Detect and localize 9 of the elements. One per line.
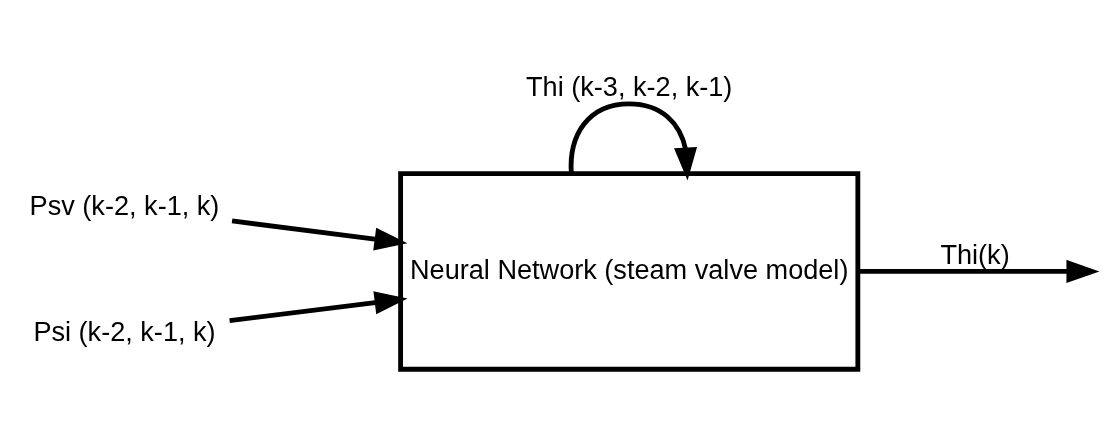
- arrow: [568, 101, 698, 181]
- arrow: [231, 218, 408, 251]
- node-text: Psv (k-2, k-1, k): [29, 189, 220, 221]
- arrow: [857, 259, 1100, 283]
- node-box: Neural Network (steam valve model): [398, 171, 861, 372]
- edge-label: Thi(k): [940, 239, 1010, 271]
- arrow: [229, 291, 408, 324]
- node-text: Psi (k-2, k-1, k): [33, 315, 216, 347]
- edge-label: Thi (k-3, k-2, k-1): [526, 71, 733, 103]
